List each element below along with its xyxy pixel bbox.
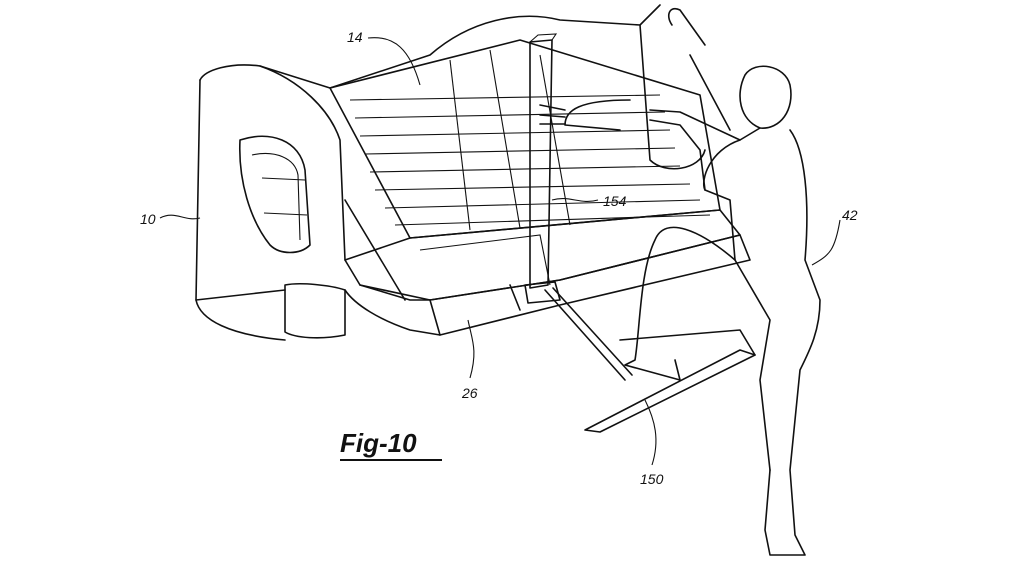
label-tailgate: 26 bbox=[461, 385, 478, 401]
leader-lines bbox=[159, 37, 841, 466]
step-assembly bbox=[544, 287, 756, 433]
label-user: 42 bbox=[842, 207, 858, 223]
figure-title: Fig-10 bbox=[340, 428, 417, 458]
label-step: 150 bbox=[640, 471, 664, 487]
truck-bed bbox=[329, 24, 721, 239]
person-figure bbox=[539, 7, 821, 556]
label-bed: 14 bbox=[347, 29, 363, 45]
label-truck: 10 bbox=[140, 211, 156, 227]
handle-post bbox=[524, 33, 561, 304]
label-handle: 154 bbox=[603, 193, 627, 209]
truck-body bbox=[195, 4, 661, 341]
